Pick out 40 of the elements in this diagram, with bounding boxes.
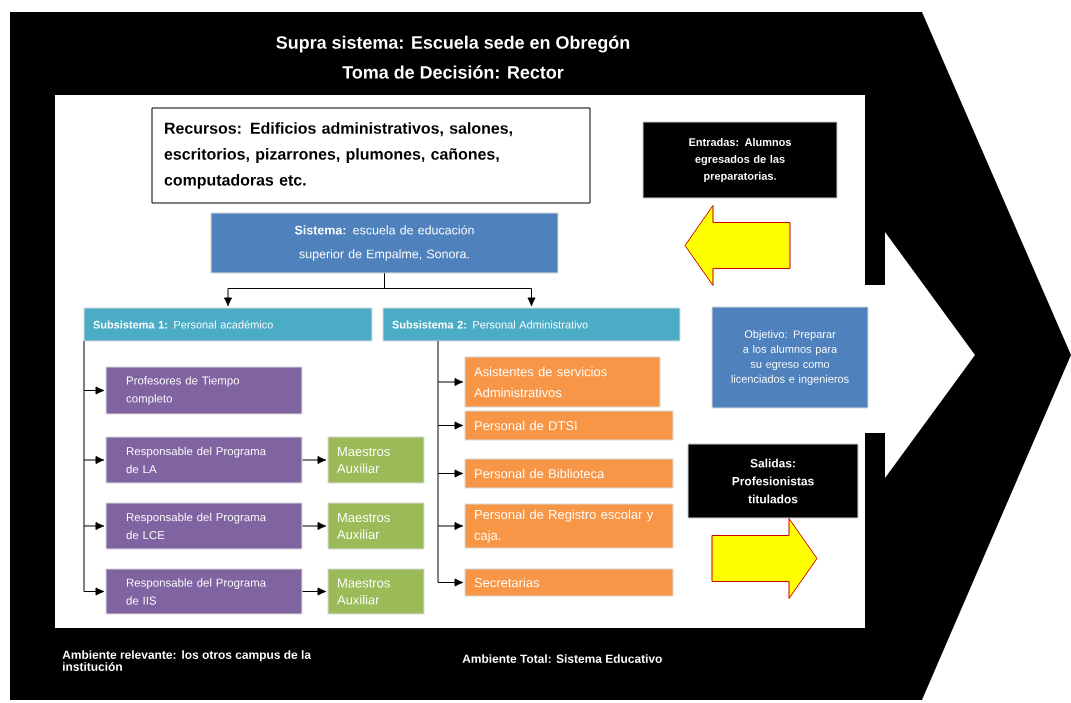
staff-box: Responsable del Programa de LA [105,436,303,484]
staff-box: Responsable del Programa de LCE [105,502,303,550]
arrow [437,469,464,478]
environment-text: Ambiente relevante: los otros campus de la institución [62,650,312,671]
staff-box: Maestros Auxiliar [327,568,425,615]
staff-box: Responsable del Programa de IIS [105,568,303,615]
staff-box: Secretarias [464,568,674,597]
environment-text: Ambiente Total: Sistema Educativo [462,654,662,663]
arrow [83,587,105,596]
block-arrow [684,205,791,286]
arrow [302,587,327,596]
arrow [302,455,327,465]
system-box: Sistema: escuela de educación superior de Empalme, Sonora. [210,212,559,274]
staff-box: Personal de Biblioteca [464,458,674,489]
objective-box: Objetivo: Preparar a los alumnos para su egreso como licenciados e ingenieros [711,306,869,409]
arrow [437,377,464,387]
subsystem-box: Subsistema 1: Personal académico [83,307,373,342]
arrow [83,386,105,395]
connector-trunk [437,340,439,583]
staff-box: Maestros Auxiliar [327,502,425,550]
staff-box: Asistentes de servicios Administrativos [464,356,661,408]
staff-box: Personal de DTSI [464,410,674,441]
recursos-box: Recursos: Edificios administrativos, salones, escritorios, pizarrones, plumones, cañones, computadoras etc. [151,107,591,204]
title-text: Toma de Decisión: Rector [342,65,564,79]
staff-box: Personal de Registro escolar y caja. [464,503,674,549]
arrow [384,273,536,307]
title-text: Supra sistema: Escuela sede en Obregón [276,35,630,53]
output-box: Salidas: Profesionistas titulados [687,443,859,519]
staff-box: Maestros Auxiliar [327,436,425,484]
staff-box: Profesores de Tiempo completo [105,366,303,415]
arrow [83,521,105,531]
arrow [437,578,464,587]
arrow [437,521,464,531]
subsystem-box: Subsistema 2: Personal Administrativo [382,307,681,342]
arrow [437,421,464,430]
connector-trunk [83,340,85,592]
arrow [302,521,327,531]
input-box: Entradas: Alumnos egresados de las preparatorias. [642,121,838,199]
arrow [83,455,105,465]
block-arrow [711,518,818,599]
